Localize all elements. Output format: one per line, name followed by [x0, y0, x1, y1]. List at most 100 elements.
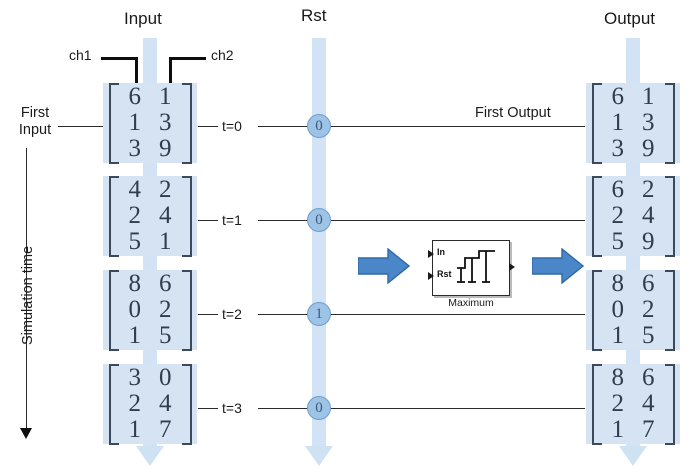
- simulation-time-axis: [26, 148, 27, 431]
- cell: 7: [159, 415, 172, 443]
- cell: 4: [642, 201, 655, 229]
- output-connector-t3: [330, 408, 585, 409]
- input-matrix-t1-ch2: 2 4 1: [150, 176, 181, 257]
- cell: 2: [611, 201, 625, 229]
- cell: 5: [611, 227, 625, 255]
- rst-connector-t3: [258, 408, 307, 409]
- cell: 1: [611, 415, 625, 443]
- cell: 1: [128, 415, 142, 443]
- output-matrix-t3-ch1: 8 2 1: [603, 364, 634, 445]
- time-label-t3: t=3: [222, 400, 242, 416]
- first-output-label: First Output: [475, 105, 551, 121]
- cell: 6: [611, 175, 625, 203]
- time-label-t1: t=1: [222, 212, 242, 228]
- cell: 1: [128, 108, 142, 136]
- input-matrix-t3: 3 2 1 0 4 7: [108, 363, 192, 445]
- ch1-leader-vertical: [135, 57, 138, 83]
- output-sample-t2: 8 0 1 6 2 5: [586, 269, 680, 351]
- cell: 1: [642, 82, 655, 110]
- rst-connector-t1: [258, 220, 307, 221]
- matrix-bracket-left: [591, 175, 602, 257]
- output-matrix-t0: 6 1 3 1 3 9: [591, 82, 675, 164]
- input-matrix-t2-ch1: 8 0 1: [120, 270, 151, 351]
- cell: 4: [159, 389, 172, 417]
- output-connector-t1: [330, 220, 585, 221]
- output-time-band-arrowhead: [619, 446, 647, 466]
- input-sample-t3: 3 2 1 0 4 7: [103, 363, 197, 445]
- maximum-staircase-icon: [457, 250, 495, 283]
- cell: 5: [642, 321, 655, 349]
- cell: 0: [611, 295, 625, 323]
- ch2-leader-horizontal: [169, 57, 206, 60]
- in-port-label: In: [437, 247, 445, 257]
- maximum-block[interactable]: [432, 240, 510, 296]
- matrix-bracket-right: [181, 82, 192, 164]
- cell: 1: [159, 227, 172, 255]
- input-matrix-t2: 8 0 1 6 2 5: [108, 269, 192, 351]
- output-matrix-t2-ch2: 6 2 5: [633, 270, 664, 351]
- rst-node-t2[interactable]: 1: [307, 302, 331, 326]
- cell: 6: [611, 82, 625, 110]
- ch2-label: ch2: [211, 47, 234, 63]
- rst-node-t1[interactable]: 0: [307, 208, 331, 232]
- output-matrix-t3: 8 2 1 6 4 7: [591, 363, 675, 445]
- cell: 8: [611, 269, 625, 297]
- maximum-block-caption: Maximum: [448, 297, 494, 309]
- cell: 3: [128, 363, 142, 391]
- matrix-bracket-right: [664, 82, 675, 164]
- rst-node-t3[interactable]: 0: [307, 396, 331, 420]
- cell: 4: [159, 201, 172, 229]
- matrix-bracket-right: [664, 363, 675, 445]
- column-title-output: Output: [604, 9, 656, 28]
- ch1-leader-horizontal: [101, 57, 137, 60]
- output-matrix-t1-ch1: 6 2 5: [603, 176, 634, 257]
- matrix-bracket-right: [181, 175, 192, 257]
- output-flow-arrow-icon: [532, 248, 584, 284]
- matrix-bracket-right: [181, 269, 192, 351]
- cell: 4: [642, 389, 655, 417]
- cell: 9: [642, 227, 655, 255]
- cell: 3: [611, 134, 625, 162]
- matrix-bracket-left: [591, 363, 602, 445]
- cell: 6: [128, 82, 142, 110]
- rst-connector-t0: [258, 126, 307, 127]
- column-title-input: Input: [124, 9, 162, 28]
- rst-node-t0[interactable]: 0: [307, 114, 331, 138]
- input-sample-t0: 6 1 3 1 3 9: [103, 82, 197, 164]
- input-tick-t1: [198, 220, 218, 221]
- input-matrix-t2-ch2: 6 2 5: [150, 270, 181, 351]
- cell: 2: [159, 295, 172, 323]
- first-input-label-line1: First: [20, 105, 50, 121]
- input-matrix-t1-ch1: 4 2 5: [120, 176, 151, 257]
- output-connector-t0: [330, 126, 585, 127]
- rst-port-label: Rst: [437, 269, 452, 279]
- cell: 3: [128, 134, 142, 162]
- cell: 9: [642, 134, 655, 162]
- simulation-time-label: Simulation time: [20, 245, 36, 345]
- input-flow-arrow-icon: [358, 248, 410, 284]
- cell: 1: [128, 321, 142, 349]
- cell: 5: [159, 321, 172, 349]
- cell: 2: [128, 389, 142, 417]
- cell: 9: [159, 134, 172, 162]
- time-label-t0: t=0: [222, 118, 242, 134]
- in-port-arrow-icon: [428, 250, 434, 258]
- input-tick-t3: [198, 408, 218, 409]
- ch2-leader-vertical: [169, 57, 172, 83]
- simulation-time-arrowhead: [20, 428, 32, 439]
- matrix-bracket-right: [664, 175, 675, 257]
- time-label-t2: t=2: [222, 306, 242, 322]
- input-tick-t2: [198, 314, 218, 315]
- output-sample-t0: 6 1 3 1 3 9: [586, 82, 680, 164]
- output-matrix-t1-ch2: 2 4 9: [633, 176, 664, 257]
- rst-time-band-arrowhead: [305, 446, 333, 466]
- input-tick-t0: [198, 126, 218, 127]
- cell: 3: [159, 108, 172, 136]
- first-input-leader-line: [58, 126, 105, 127]
- cell: 3: [642, 108, 655, 136]
- rst-time-band: [312, 38, 326, 448]
- output-connector-t2: [330, 314, 585, 315]
- output-sample-t3: 8 2 1 6 4 7: [586, 363, 680, 445]
- cell: 5: [128, 227, 142, 255]
